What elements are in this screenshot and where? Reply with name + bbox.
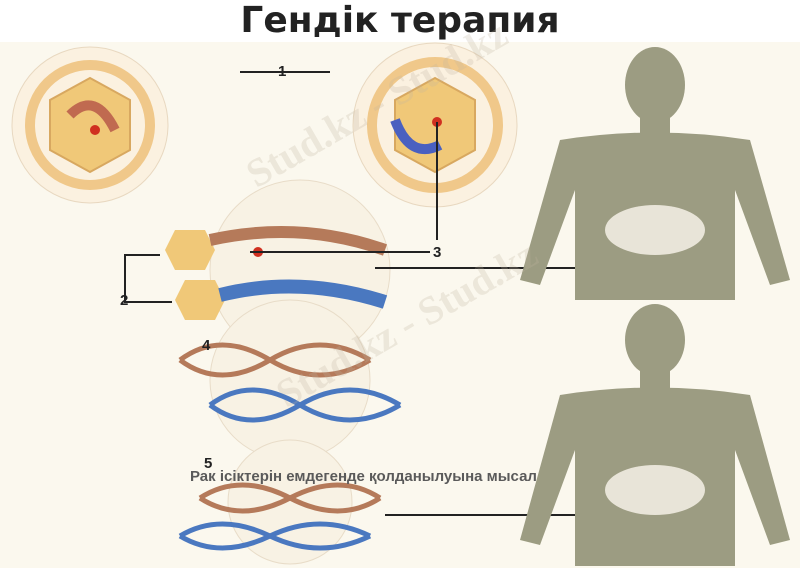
label-4: 4 [202,337,211,354]
virus-right [352,42,518,208]
dna-pair-5 [178,439,620,565]
label-5: 5 [204,455,213,472]
human-silhouette-top [520,47,790,300]
page-title: Гендік терапия [0,0,800,42]
gene-therapy-illustration [11,42,790,566]
human-silhouette-bottom [520,304,790,566]
dna-pair-4 [178,299,402,461]
label-3: 3 [433,244,442,261]
label-2: 2 [120,292,129,309]
caption: Рак ісіктерін емдегенде қолданылуына мыс… [190,468,537,485]
virus-left [11,46,169,204]
label-1: 1 [278,63,287,80]
